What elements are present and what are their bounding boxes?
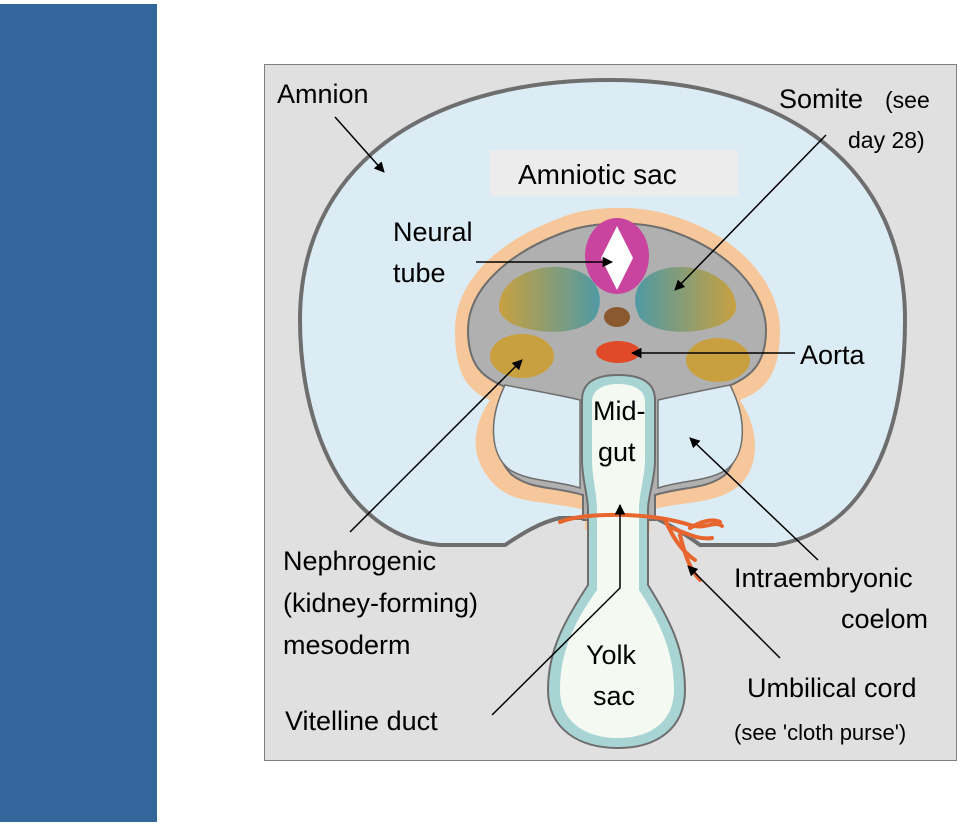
label-cloth-purse: (see 'cloth purse') xyxy=(734,720,906,745)
label-sac: sac xyxy=(593,681,635,711)
label-somite: Somite xyxy=(779,84,863,114)
neural-canal xyxy=(601,226,633,290)
amniotic-sac-label-bg xyxy=(490,150,738,196)
arrow-umbilical xyxy=(687,565,781,659)
somite-right xyxy=(635,266,737,332)
label-vitelline-duct: Vitelline duct xyxy=(285,706,438,736)
label-intraembryonic: Intraembryonic xyxy=(734,563,913,593)
label-nephrogenic: Nephrogenic xyxy=(283,546,436,576)
arrow-somite xyxy=(674,134,827,291)
nephrogenic-right xyxy=(686,338,750,382)
label-umbilical-cord: Umbilical cord xyxy=(747,673,917,703)
label-tube: tube xyxy=(393,258,446,288)
arrow-amnion xyxy=(334,116,385,173)
aorta-vessel xyxy=(596,341,640,363)
coelom-right xyxy=(657,384,743,490)
label-yolk: Yolk xyxy=(586,640,637,670)
coelom-left xyxy=(492,384,581,490)
label-somite-day: day 28) xyxy=(848,127,925,153)
notochord xyxy=(604,307,630,327)
label-amniotic-sac: Amniotic sac xyxy=(518,159,677,190)
sidebar-band xyxy=(0,4,157,822)
label-neural: Neural xyxy=(393,217,473,247)
arrow-nephrogenic xyxy=(349,359,523,533)
label-somite-see: (see xyxy=(885,87,930,113)
label-aorta: Aorta xyxy=(800,340,866,370)
nephrogenic-left xyxy=(490,334,554,378)
label-amnion: Amnion xyxy=(277,79,369,109)
label-coelom: coelom xyxy=(841,604,928,634)
arrow-intraembryonic xyxy=(689,437,819,561)
gut-yolk-lumen xyxy=(560,384,674,738)
umbilical-ring xyxy=(558,512,724,582)
label-kidney-forming: (kidney-forming) xyxy=(283,588,478,618)
label-mid: Mid- xyxy=(593,396,646,426)
label-mesoderm: mesoderm xyxy=(283,630,411,660)
somite-left xyxy=(498,266,600,332)
arrow-vitelline xyxy=(491,503,626,716)
label-gut: gut xyxy=(598,437,636,467)
